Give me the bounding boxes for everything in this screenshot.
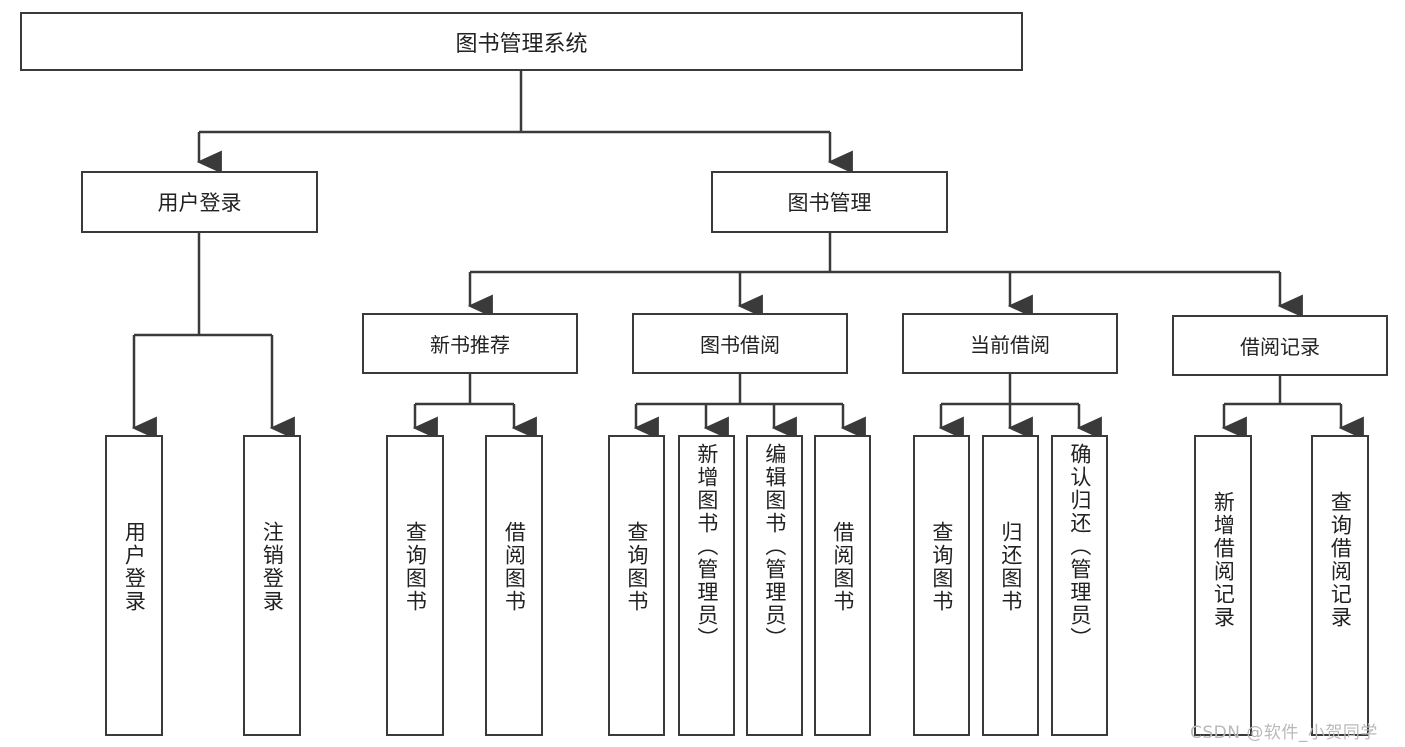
leaf-edit-book-admin-label: 编辑图书（管理员）: [762, 443, 787, 650]
leaf-query-book-current-label: 查询图书: [929, 521, 954, 613]
node-new-book-recommend[interactable]: 新书推荐: [362, 313, 578, 374]
node-book-management[interactable]: 图书管理: [711, 171, 948, 233]
leaf-add-borrow-record-label: 新增借阅记录: [1211, 491, 1236, 629]
leaf-user-login-label: 用户登录: [122, 521, 147, 613]
leaf-query-book-borrow[interactable]: 查询图书: [608, 435, 665, 736]
leaf-query-borrow-record-label: 查询借阅记录: [1328, 491, 1353, 629]
csdn-watermark: CSDN @软件_小贺同学: [1190, 723, 1378, 743]
leaf-return-book[interactable]: 归还图书: [982, 435, 1039, 736]
node-new-book-recommend-label: 新书推荐: [430, 333, 510, 357]
leaf-borrow-book-new-label: 借阅图书: [502, 521, 527, 613]
leaf-add-book-admin-label: 新增图书（管理员）: [694, 443, 719, 650]
leaf-borrow-book-label: 借阅图书: [830, 521, 855, 613]
node-book-borrow-label: 图书借阅: [700, 333, 780, 357]
node-borrow-record-label: 借阅记录: [1240, 335, 1320, 359]
node-current-borrow-label: 当前借阅: [970, 333, 1050, 357]
node-book-borrow[interactable]: 图书借阅: [632, 313, 848, 374]
leaf-borrow-book-new[interactable]: 借阅图书: [485, 435, 543, 736]
leaf-logout-label: 注销登录: [260, 521, 285, 613]
leaf-add-book-admin[interactable]: 新增图书（管理员）: [678, 435, 735, 736]
leaf-add-borrow-record[interactable]: 新增借阅记录: [1194, 435, 1252, 736]
node-root[interactable]: 图书管理系统: [20, 12, 1023, 71]
node-book-management-label: 图书管理: [787, 191, 872, 215]
leaf-edit-book-admin[interactable]: 编辑图书（管理员）: [746, 435, 803, 736]
leaf-query-borrow-record[interactable]: 查询借阅记录: [1311, 435, 1369, 736]
node-user-login-label: 用户登录: [157, 191, 242, 215]
leaf-query-book-new-label: 查询图书: [403, 521, 428, 613]
leaf-query-book-new[interactable]: 查询图书: [386, 435, 444, 736]
leaf-confirm-return-admin[interactable]: 确认归还（管理员）: [1051, 435, 1108, 736]
leaf-return-book-label: 归还图书: [998, 521, 1023, 613]
leaf-logout[interactable]: 注销登录: [243, 435, 301, 736]
leaf-query-book-current[interactable]: 查询图书: [913, 435, 970, 736]
node-root-label: 图书管理系统: [455, 31, 588, 57]
leaf-borrow-book[interactable]: 借阅图书: [814, 435, 871, 736]
leaf-confirm-return-admin-label: 确认归还（管理员）: [1067, 443, 1092, 650]
leaf-query-book-borrow-label: 查询图书: [624, 521, 649, 613]
node-current-borrow[interactable]: 当前借阅: [902, 313, 1118, 374]
node-borrow-record[interactable]: 借阅记录: [1172, 315, 1388, 376]
node-user-login[interactable]: 用户登录: [81, 171, 318, 233]
leaf-user-login[interactable]: 用户登录: [105, 435, 163, 736]
